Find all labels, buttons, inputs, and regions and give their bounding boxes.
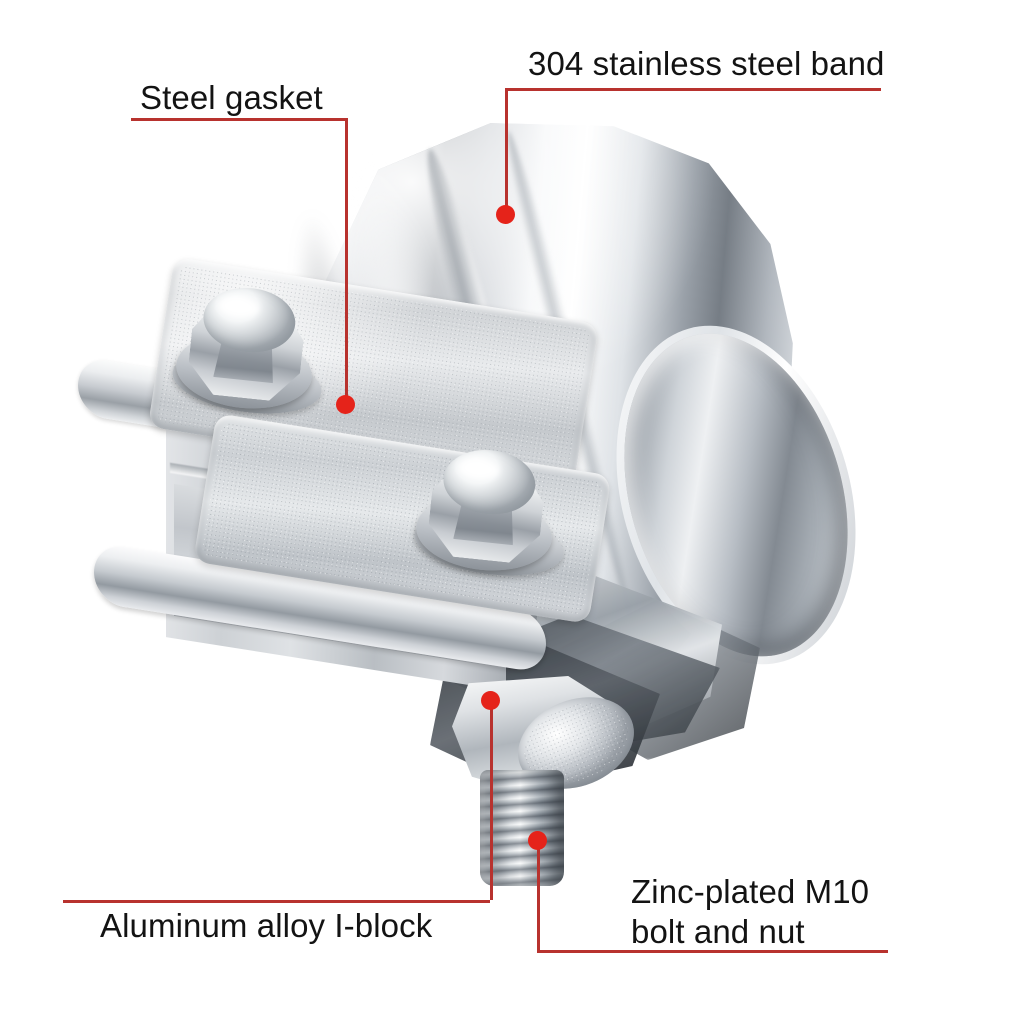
callout-label-band: 304 stainless steel band xyxy=(528,45,885,82)
bolt-threads xyxy=(480,770,564,886)
hex-nut-upper xyxy=(169,279,322,425)
leader-line-h-band xyxy=(505,88,881,91)
leader-line-v-bolt xyxy=(537,846,540,950)
callout-dot-band xyxy=(496,205,515,224)
callout-label-bolt: Zinc-plated M10 bolt and nut xyxy=(631,873,870,950)
hex-nut-lower xyxy=(409,441,562,587)
callout-dot-iblock xyxy=(481,691,500,710)
callout-label-iblock: Aluminum alloy I-block xyxy=(100,907,433,944)
callout-dot-bolt xyxy=(528,831,547,850)
leader-line-h-iblock xyxy=(63,900,490,903)
leader-line-v-band xyxy=(505,88,508,208)
leader-line-v-iblock xyxy=(490,706,493,900)
callout-dot-gasket xyxy=(336,395,355,414)
leader-line-v-gasket xyxy=(345,118,348,398)
m10-bolt-shank xyxy=(470,760,574,890)
leader-line-h-bolt xyxy=(537,950,888,953)
callout-label-gasket: Steel gasket xyxy=(140,79,323,116)
leader-line-h-gasket xyxy=(131,118,345,121)
